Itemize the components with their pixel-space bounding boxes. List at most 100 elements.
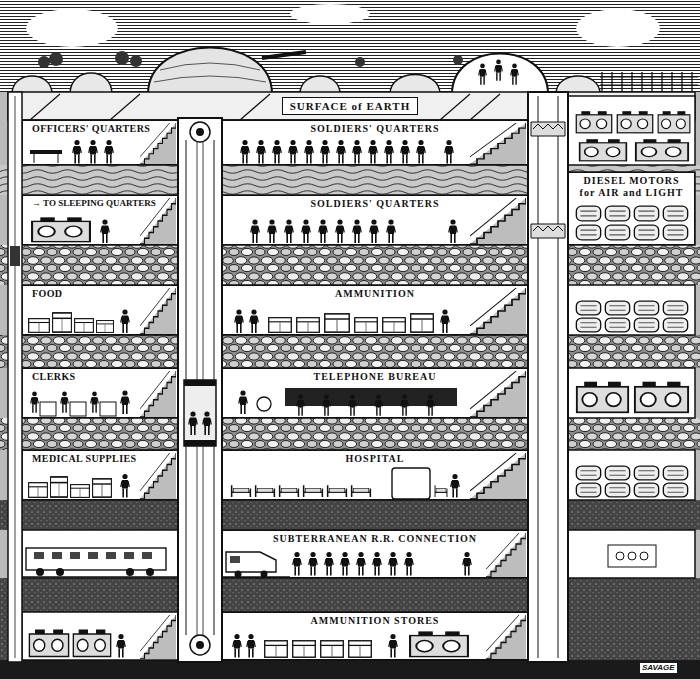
equipment-part <box>323 395 331 416</box>
sky-part <box>576 9 660 47</box>
fence <box>600 72 698 92</box>
equipment-part <box>232 485 251 497</box>
soldier-figure-part <box>273 140 281 164</box>
soldier-figure-part <box>233 634 241 658</box>
soldier-figure-part <box>91 392 99 413</box>
soldier-figure-part <box>61 392 69 413</box>
room <box>22 96 695 660</box>
bunker-roof-part <box>30 94 500 120</box>
sky-part <box>453 55 463 65</box>
room-label: SOLDIERS' QUARTERS <box>307 198 442 210</box>
room-label: TELEPHONE BUREAU <box>311 371 440 383</box>
equipment-part <box>663 301 687 315</box>
earth-layer <box>0 92 700 679</box>
soldier-figure-part <box>336 219 344 243</box>
soldier-figure-part <box>268 219 276 243</box>
shaft-part <box>184 380 216 386</box>
room-part <box>22 530 178 578</box>
equipment-part <box>93 479 112 497</box>
equipment-part <box>257 397 271 411</box>
soldier-figure-part <box>353 219 361 243</box>
room-part <box>222 450 528 500</box>
stairs-part <box>470 453 526 499</box>
soldier-figure-part <box>373 552 381 576</box>
shaft-part <box>178 118 222 662</box>
soldier-figure-part <box>401 140 409 164</box>
soldier-figure-part <box>341 552 349 576</box>
shaft-part <box>197 142 198 380</box>
equipment-part <box>628 552 636 560</box>
equipment-part <box>375 395 383 416</box>
soldier-figure-part <box>463 552 471 576</box>
equipment-part <box>349 641 372 657</box>
soldier-figure-part <box>309 552 317 576</box>
equipment-part <box>608 545 656 567</box>
shaft-part <box>196 641 204 649</box>
soldier-figure-part <box>370 219 378 243</box>
equipment-part <box>634 466 658 480</box>
equipment-part <box>256 485 275 497</box>
earth-layer-part <box>0 245 700 285</box>
room-part <box>222 195 528 245</box>
surface-dome-part <box>70 73 112 94</box>
room-label: MEDICAL SUPPLIES <box>29 453 139 465</box>
soldier-figure-part <box>417 140 425 164</box>
sky-part <box>26 9 118 47</box>
soldier-figure-part <box>30 150 62 154</box>
equipment-part <box>126 568 134 576</box>
soldier-figure-part <box>101 219 109 243</box>
sky <box>0 0 700 94</box>
stairs-part <box>140 288 176 334</box>
soldier-figure-part <box>305 140 313 164</box>
equipment-part <box>636 139 688 161</box>
equipment-part <box>616 552 624 560</box>
equipment-part <box>226 552 276 572</box>
stairs-part <box>486 533 526 577</box>
soldier-figure-part <box>385 140 393 164</box>
equipment-part <box>576 301 600 315</box>
room-box: MEDICAL SUPPLIES <box>22 450 178 500</box>
equipment-part <box>75 319 94 333</box>
equipment-part <box>576 111 611 133</box>
equipment-part <box>634 301 658 315</box>
sky-part <box>0 0 700 94</box>
sky-part <box>38 56 50 68</box>
room-box: OFFICERS' QUARTERS <box>22 120 178 165</box>
equipment-part <box>36 568 44 576</box>
room-part <box>222 530 528 578</box>
stairs-part <box>470 371 526 417</box>
equipment-part <box>663 483 687 497</box>
equipment-part <box>352 485 371 497</box>
room-part <box>222 612 528 660</box>
soldier-figure-part <box>389 552 397 576</box>
equipment-part <box>355 318 378 333</box>
room-label: SUBTERRANEAN R.R. CONNECTION <box>270 533 480 545</box>
soldier-figure-part <box>285 219 293 243</box>
soldier-figure-part <box>319 219 327 243</box>
soldier-figure-part <box>389 634 397 658</box>
equipment-part <box>265 641 288 657</box>
shaft-part <box>189 411 197 435</box>
room-label: → TO SLEEPING QUARTERS <box>29 198 159 208</box>
stairs-part <box>486 615 526 659</box>
room-part <box>222 285 528 335</box>
room-label: FOOD <box>29 288 66 300</box>
room-box: HOSPITAL <box>222 450 528 500</box>
soldier-figure-part <box>235 309 243 333</box>
equipment-part <box>663 206 687 221</box>
soldier-figure-part <box>89 140 97 164</box>
sky-part <box>49 52 63 66</box>
surface-plate: SURFACE of EARTH <box>282 97 419 116</box>
equipment-part <box>634 318 658 332</box>
equipment-part <box>580 139 627 161</box>
shaft-part <box>190 122 210 142</box>
sky-part <box>290 4 370 24</box>
room-box: FOOD <box>22 285 178 335</box>
room-box: SOLDIERS' QUARTERS <box>222 120 528 165</box>
shaft-part <box>203 446 204 635</box>
surface-dome-part <box>452 54 548 95</box>
equipment-part <box>269 318 292 333</box>
soldier-figure-part <box>250 309 258 333</box>
earth-layer-part <box>0 335 700 368</box>
